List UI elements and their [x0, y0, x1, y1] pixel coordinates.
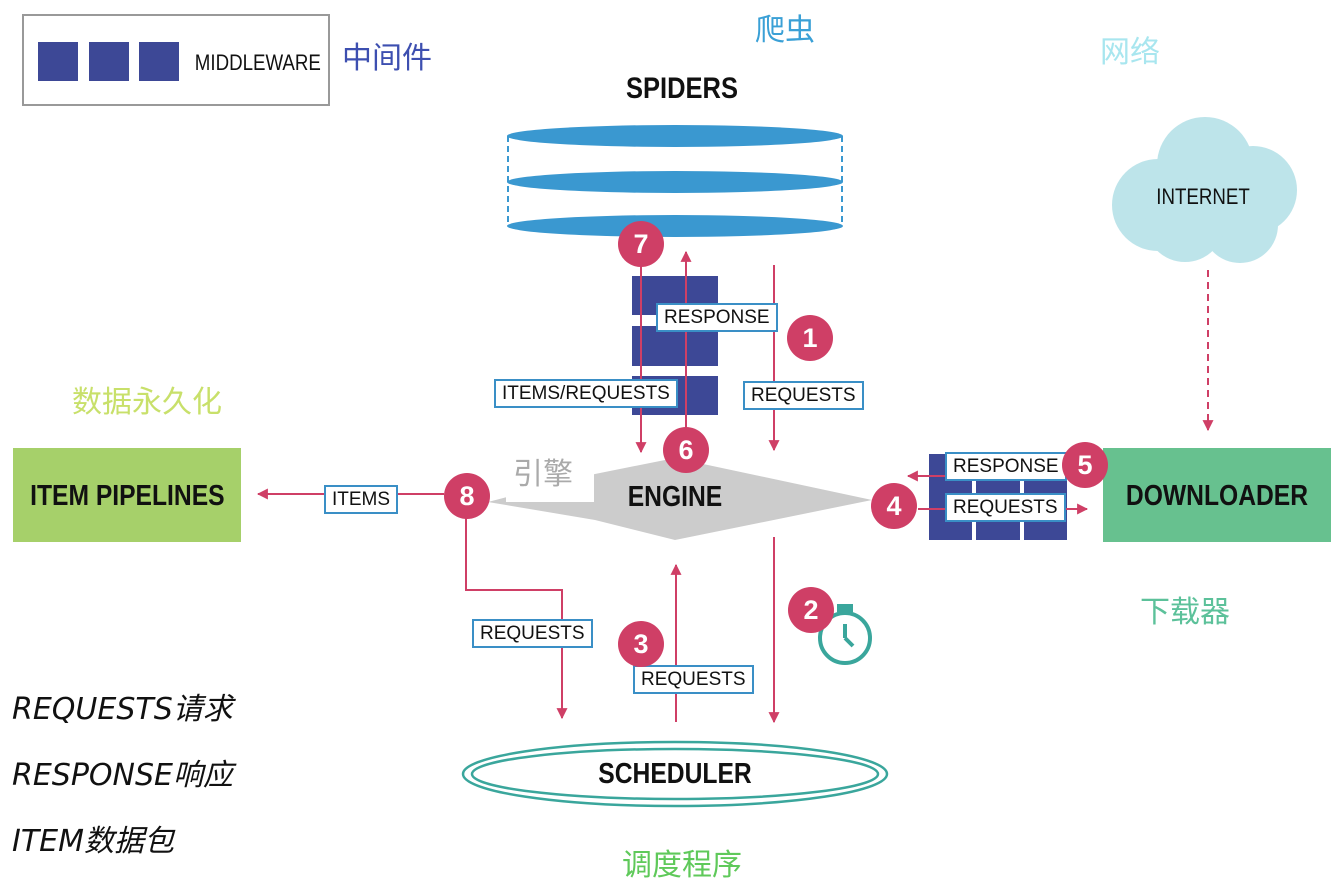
step-5-badge: 5: [1062, 442, 1108, 488]
label-requests-spider: REQUESTS: [743, 381, 864, 410]
spiders-caption: 爬虫: [755, 13, 815, 48]
step-1-badge: 1: [787, 315, 833, 361]
downloader-title: DOWNLOADER: [1125, 480, 1309, 512]
engine-caption-bg: [506, 442, 594, 502]
scheduler-title: SCHEDULER: [598, 758, 752, 790]
step-8-badge: 8: [444, 473, 490, 519]
downloader-box: [1103, 448, 1331, 542]
label-response-spider: RESPONSE: [656, 303, 778, 332]
item-pipelines-title: ITEM PIPELINES: [30, 480, 225, 512]
cloud-icon: [1112, 117, 1297, 263]
legend-middleware-label: MIDDLEWARE: [194, 50, 321, 75]
note-item: ITEM数据包: [12, 824, 175, 859]
note-response: RESPONSE响应: [12, 758, 233, 793]
downloader-caption: 下载器: [1140, 595, 1230, 630]
middleware-blocks-icon: [38, 42, 179, 81]
stopwatch-crown: [837, 604, 853, 612]
item-pipelines-box: [13, 448, 241, 542]
step-7-badge: 7: [618, 221, 664, 267]
spiders-title: SPIDERS: [626, 72, 738, 105]
label-requests-downloader: REQUESTS: [945, 493, 1066, 522]
middleware-caption: 中间件: [342, 41, 432, 76]
step-6-badge: 6: [663, 427, 709, 473]
scheduler-caption: 调度程序: [622, 848, 742, 880]
step-3-badge: 3: [618, 621, 664, 667]
note-requests: REQUESTS请求: [12, 692, 233, 727]
scheduler-ring: [461, 740, 889, 808]
spiders-stack: [507, 125, 843, 237]
label-items-requests: ITEMS/REQUESTS: [494, 379, 678, 408]
internet-label: INTERNET: [1156, 184, 1250, 209]
label-items: ITEMS: [324, 485, 399, 514]
step-2-badge: 2: [788, 587, 834, 633]
step-4-badge: 4: [871, 483, 917, 529]
label-requests-pipeline: REQUESTS: [472, 619, 593, 648]
arrow-pipeline-requests-to-scheduler: [465, 512, 568, 720]
stopwatch-icon: [818, 611, 872, 665]
engine-caption: 引擎: [513, 457, 573, 492]
internet-caption: 网络: [1100, 35, 1160, 70]
pipelines-caption: 数据永久化: [72, 385, 222, 420]
engine-title: ENGINE: [627, 481, 723, 513]
label-requests-scheduler: REQUESTS: [633, 665, 754, 694]
label-response-downloader: RESPONSE: [945, 452, 1067, 481]
